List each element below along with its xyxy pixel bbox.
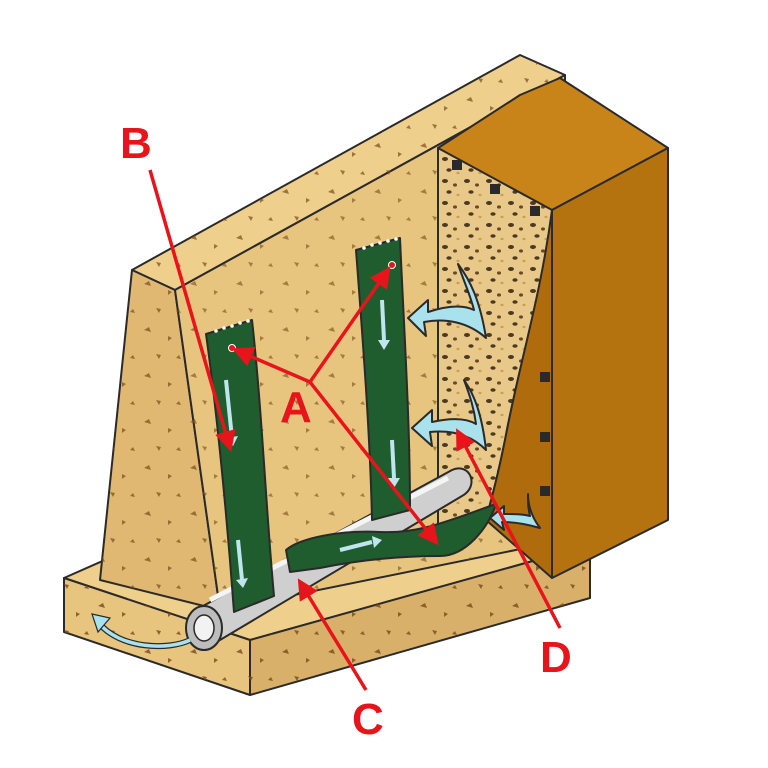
callout-c: C — [352, 695, 384, 744]
pointer-b — [148, 169, 236, 453]
pointer-a-base — [308, 380, 439, 546]
callout-a: A — [280, 383, 312, 432]
pointer-c — [297, 578, 368, 691]
pointer-a-left — [232, 347, 311, 384]
soil-block — [437, 77, 669, 579]
pointer-a-right — [308, 266, 391, 384]
soil-markings — [452, 160, 550, 496]
callout-d: D — [540, 633, 572, 682]
water-flow-arrow-upper — [407, 263, 487, 339]
soil-top — [437, 77, 669, 211]
callout-pointers — [148, 169, 562, 691]
soil-side — [551, 147, 669, 579]
pointer-d — [456, 428, 562, 629]
water-outflow — [91, 613, 192, 650]
callout-b: B — [120, 119, 152, 168]
